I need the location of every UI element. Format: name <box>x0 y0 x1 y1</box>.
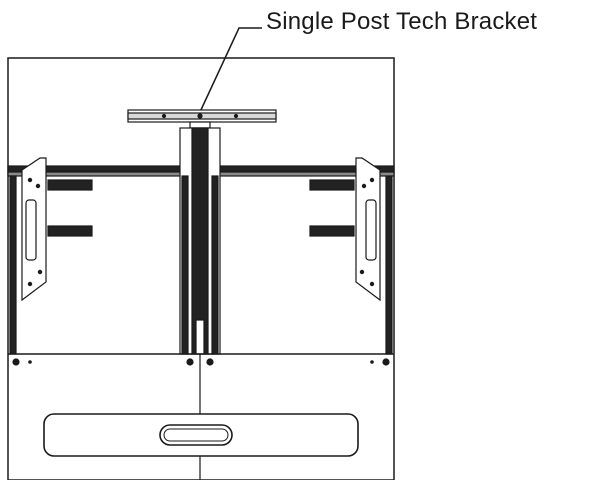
right-wall-bracket <box>355 157 381 302</box>
callout-label: Single Post Tech Bracket <box>266 8 538 35</box>
tech-bracket <box>127 109 277 129</box>
left-rail <box>9 175 93 355</box>
right-rail <box>309 175 393 355</box>
left-wall-bracket <box>21 157 47 302</box>
video-bar <box>43 413 359 457</box>
center-post <box>179 127 221 355</box>
callout-leader <box>199 27 262 113</box>
cabinet-outline <box>7 57 395 480</box>
